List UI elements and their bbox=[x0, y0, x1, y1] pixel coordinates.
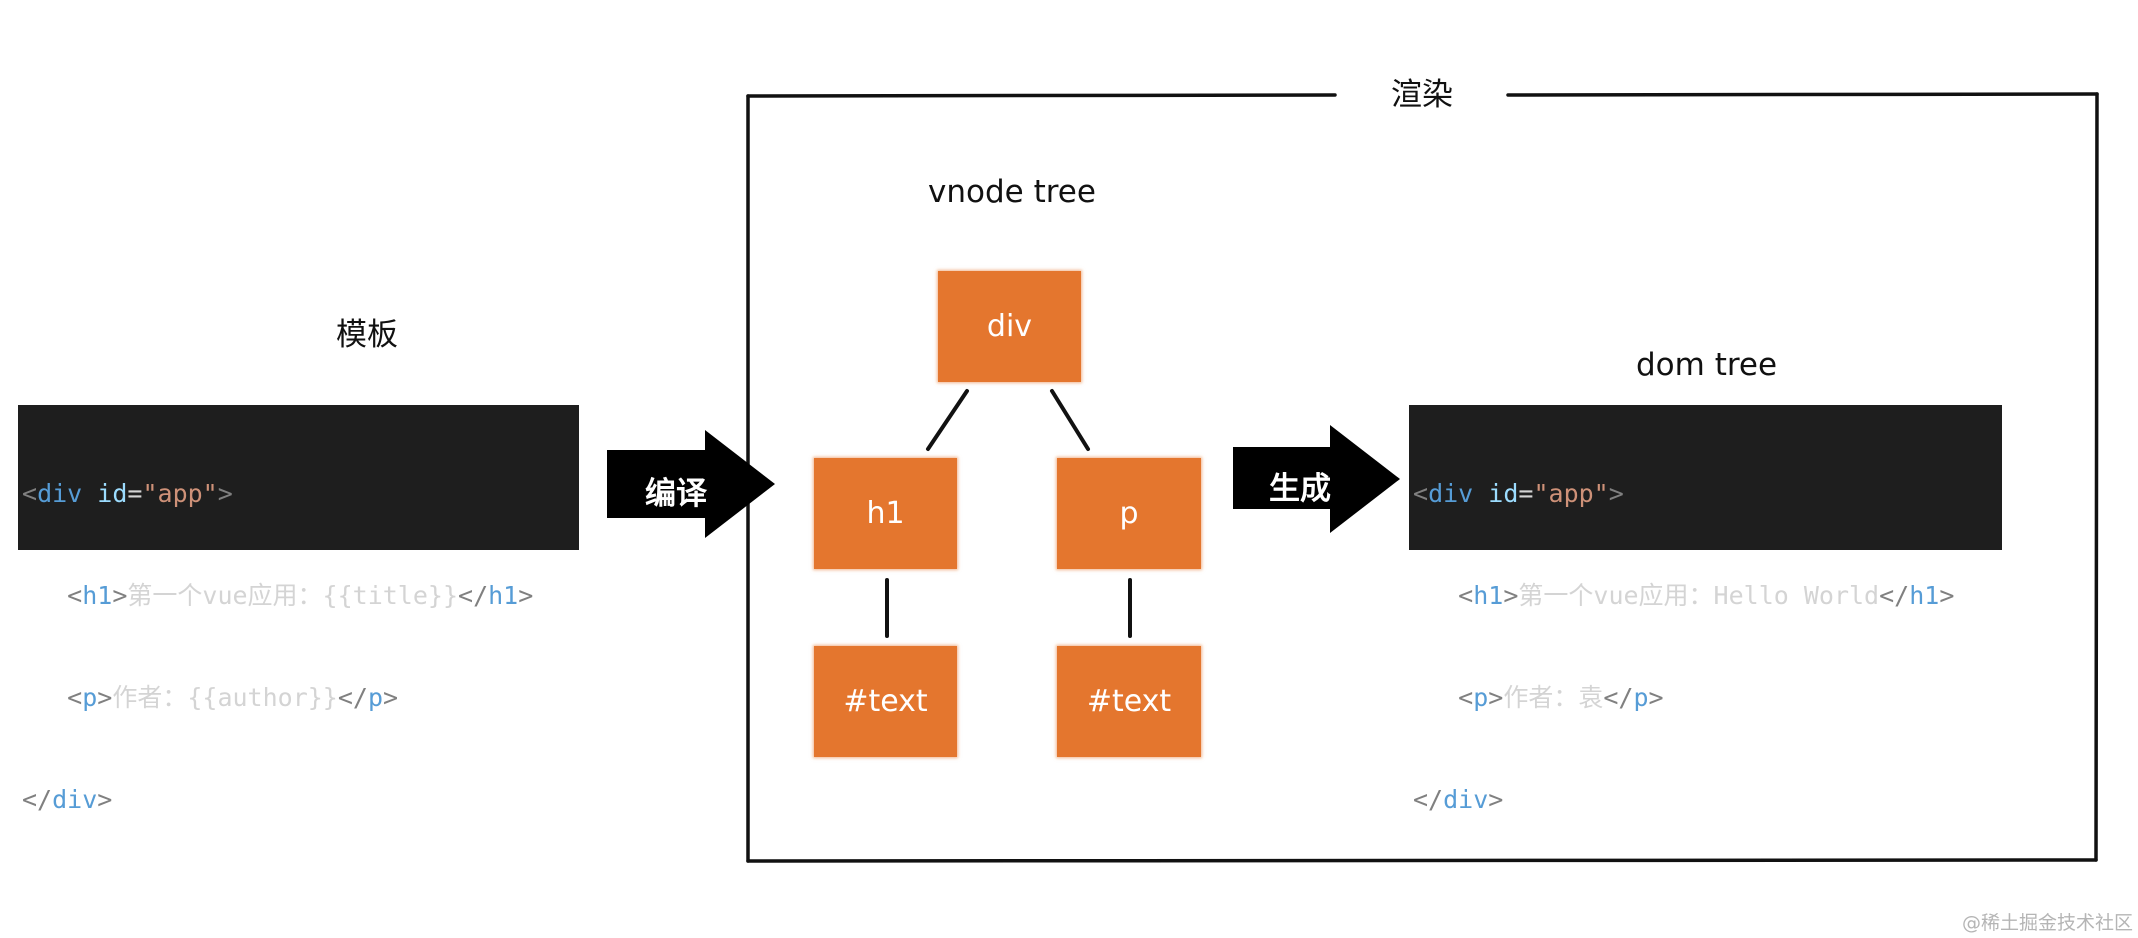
dom-tree-title: dom tree bbox=[1636, 347, 1778, 383]
tree-edges bbox=[885, 389, 1132, 638]
code-line: <h1>第一个vue应用：Hello World</h1> bbox=[1458, 581, 1955, 610]
vnode-p-text: #text bbox=[1057, 646, 1201, 757]
code-line: </div> bbox=[1413, 785, 1504, 814]
code-line: </div> bbox=[22, 785, 113, 814]
code-line: <h1>第一个vue应用：{{title}}</h1> bbox=[67, 581, 534, 610]
vnode-h1-text: #text bbox=[814, 646, 957, 757]
vnode-tree-title: vnode tree bbox=[928, 174, 1096, 210]
dom-code-block: <div id="app"> <h1>第一个vue应用：Hello World<… bbox=[1409, 405, 2002, 814]
code-line: <div id="app"> bbox=[1413, 479, 1624, 508]
code-line: <p>作者：袁</p> bbox=[1458, 683, 1664, 712]
compile-arrow-icon bbox=[607, 430, 775, 538]
template-title: 模板 bbox=[336, 317, 398, 353]
code-line: <p>作者：{{author}}</p> bbox=[67, 683, 399, 712]
generate-label: 生成 bbox=[1269, 471, 1331, 507]
generate-arrow-icon bbox=[1233, 425, 1400, 533]
vnode-div: div bbox=[938, 271, 1081, 382]
template-code-block: <div id="app"> <h1>第一个vue应用：{{title}}</h… bbox=[18, 405, 579, 814]
compile-label: 编译 bbox=[645, 476, 707, 512]
watermark: @稀土掘金技术社区 bbox=[1962, 912, 2134, 934]
vnode-p: p bbox=[1057, 458, 1201, 569]
vnode-h1: h1 bbox=[814, 458, 957, 569]
render-title: 渲染 bbox=[1391, 77, 1453, 113]
code-line: <div id="app"> bbox=[22, 479, 233, 508]
